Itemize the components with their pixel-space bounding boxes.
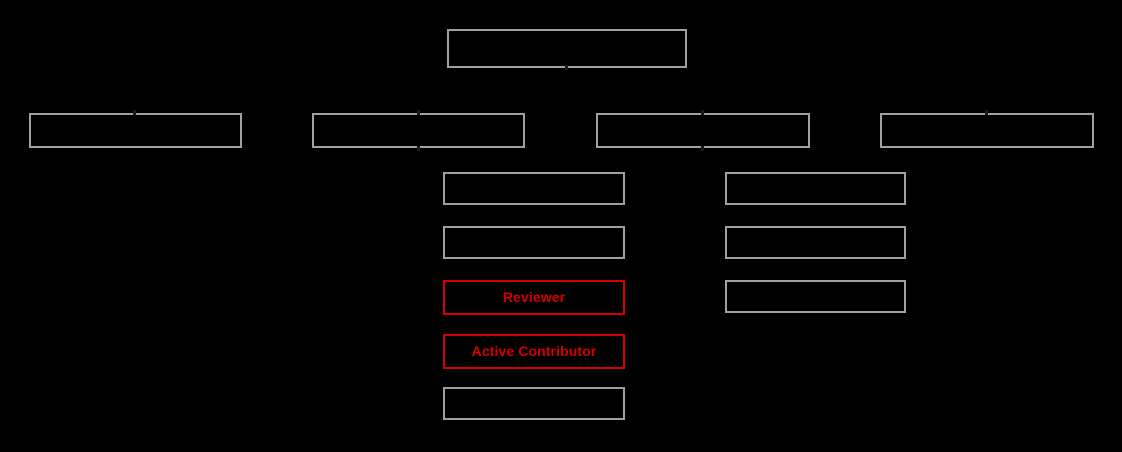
node-column-b-2[interactable] [725,226,906,259]
connector-level2-drop-4 [986,92,988,113]
node-level2-4[interactable] [880,113,1094,148]
connector-column-b-3 [702,297,727,299]
node-column-a-1[interactable] [443,172,625,205]
node-level2-2[interactable] [312,113,525,148]
stub-l2-1-top [133,110,136,115]
node-root[interactable] [447,29,687,68]
connector-level2-drop-2 [418,92,420,113]
stub-l2-3-bottom [701,146,704,151]
connector-column-a-3 [418,297,445,299]
stub-l2-2-bottom [417,146,420,151]
connector-column-b-2 [702,242,727,244]
connector-column-a-spine [418,148,420,404]
connector-column-a-4 [418,351,445,353]
node-column-a-reviewer[interactable]: Reviewer [443,280,625,315]
connector-level2-bus [134,92,988,94]
node-column-a-5[interactable] [443,387,625,420]
connector-column-b-1 [702,188,727,190]
connector-column-a-1 [418,188,445,190]
stub-l2-2-top [417,110,420,115]
connector-column-a-2 [418,242,445,244]
node-column-b-1[interactable] [725,172,906,205]
node-level2-3[interactable] [596,113,810,148]
node-level2-1[interactable] [29,113,242,148]
node-column-b-3[interactable] [725,280,906,313]
connector-column-a-5 [418,403,445,405]
connector-level2-drop-3 [702,92,704,113]
stub-l2-4-top [985,110,988,115]
node-column-a-2[interactable] [443,226,625,259]
node-column-a-active-contributor[interactable]: Active Contributor [443,334,625,369]
stub-root-bottom [565,65,568,70]
stub-l2-3-top [701,110,704,115]
connector-root-down [566,68,568,92]
connector-column-b-spine [702,148,704,297]
connector-level2-drop-1 [134,92,136,113]
